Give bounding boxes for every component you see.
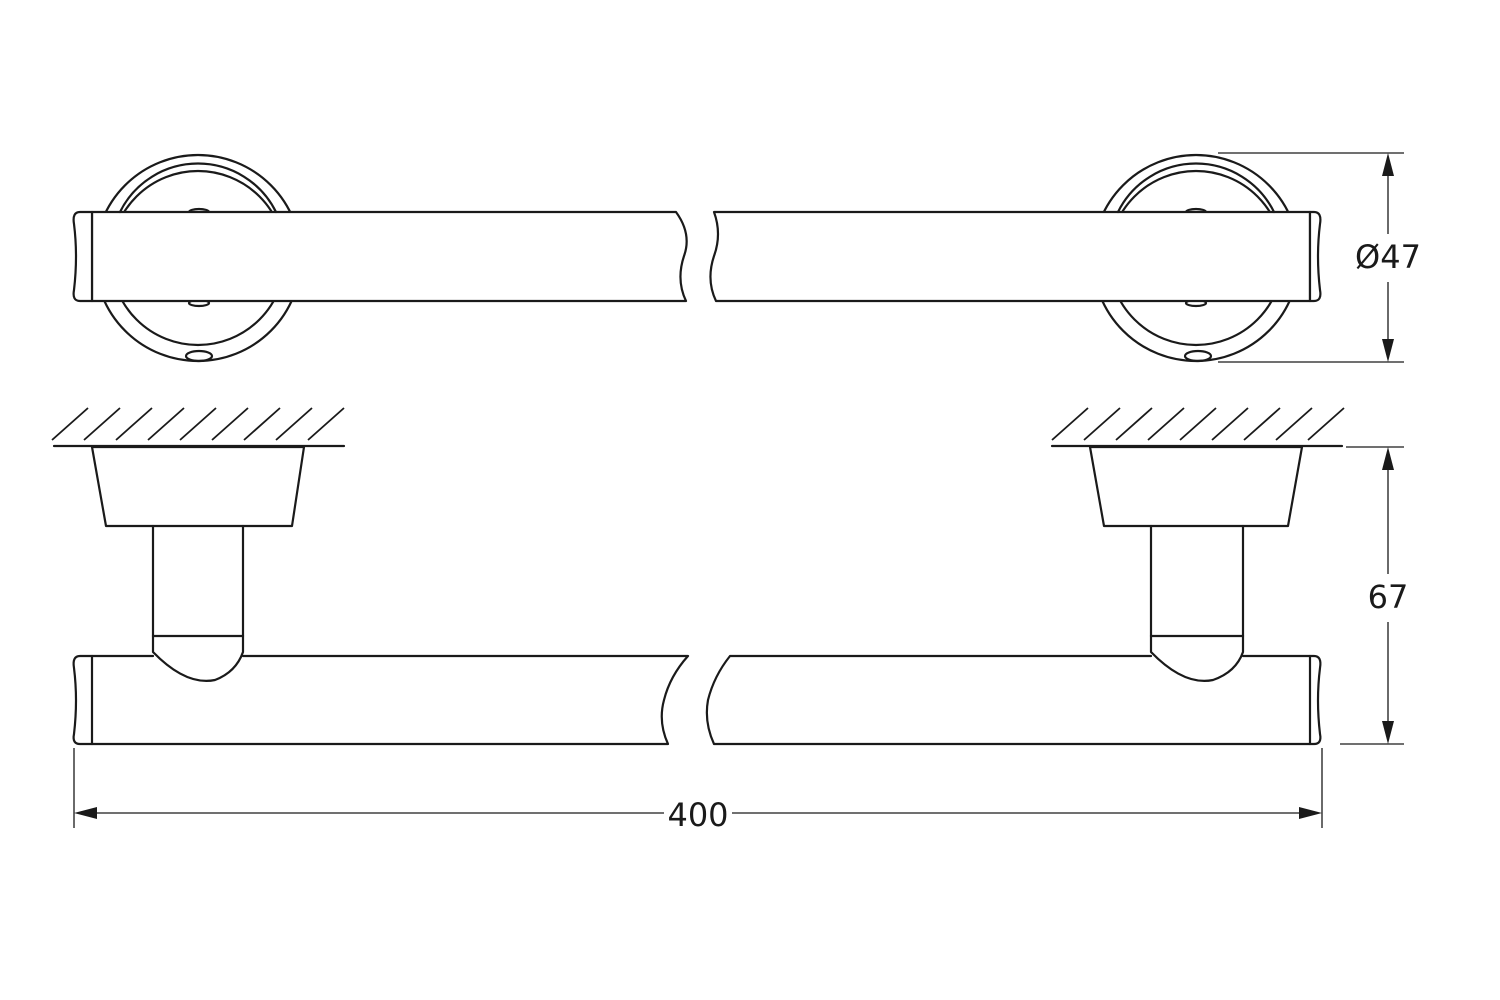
left-wall-mount [90,445,306,682]
top-left-end-cap [72,210,94,303]
right-wall-mount [1088,445,1304,682]
side-bar-right-segment [705,654,1312,746]
length-label: 400 [667,796,728,834]
side-right-end-cap [1308,654,1322,746]
left-wall-hatch [51,407,346,448]
diameter-dimension: Ø47 [1218,152,1421,363]
right-wall-hatch [1050,407,1345,448]
depth-dimension: 67 [1340,446,1409,745]
length-dimension: 400 [73,748,1323,834]
top-bar-right-segment [709,210,1312,303]
top-view [72,153,1322,363]
side-left-end-cap [72,654,94,746]
diameter-label: Ø47 [1355,238,1421,276]
top-right-end-cap [1308,210,1322,303]
depth-label: 67 [1368,578,1409,616]
top-bar-left-segment [90,210,688,303]
side-view [51,407,1345,746]
side-bar-left-segment [90,654,690,746]
